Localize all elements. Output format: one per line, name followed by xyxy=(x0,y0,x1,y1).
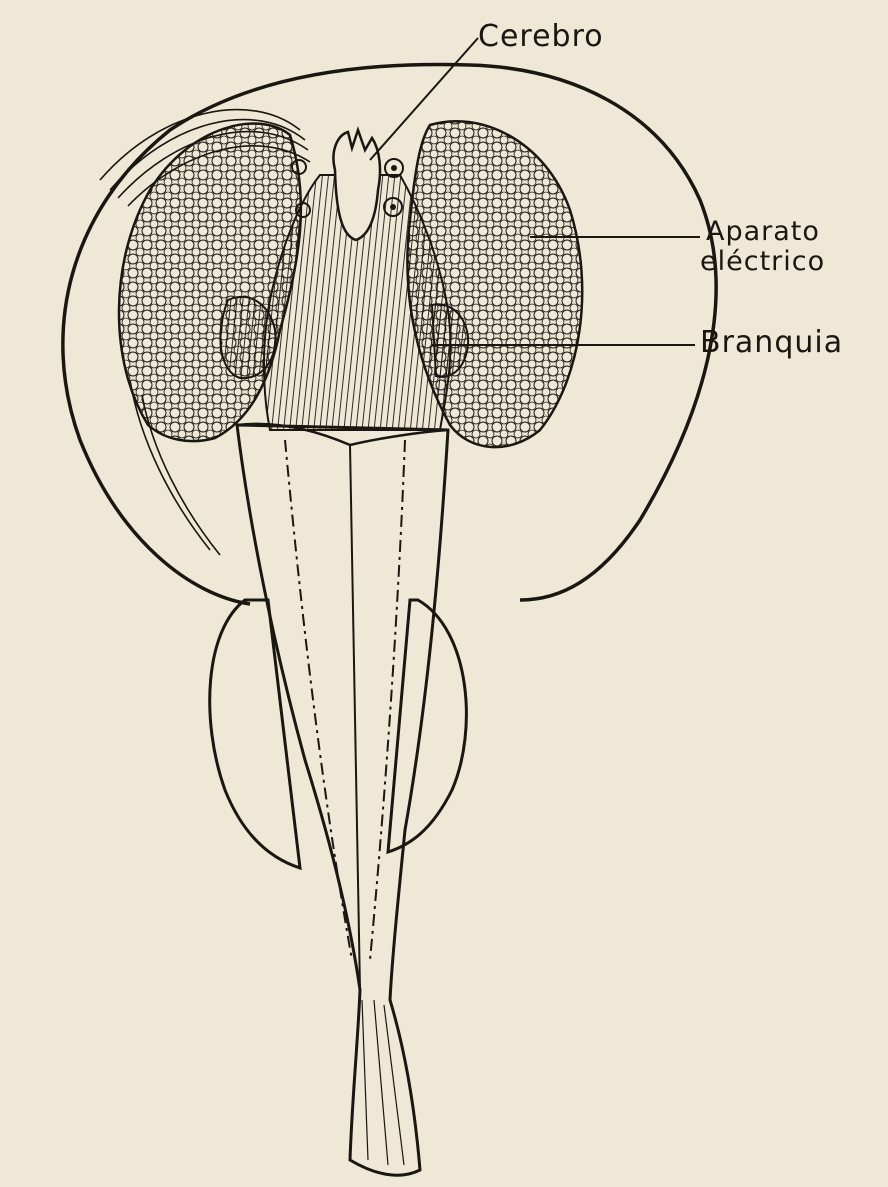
tail-midline xyxy=(350,445,360,990)
tail-lateral-line-left xyxy=(285,440,352,960)
label-electrico: eléctrico xyxy=(700,248,825,275)
tail xyxy=(237,425,448,1175)
label-branquia: Branquia xyxy=(700,328,843,358)
right-pelvic-fin xyxy=(388,600,466,852)
label-cerebro: Cerebro xyxy=(478,22,604,52)
label-aparato: Aparato xyxy=(706,218,820,245)
left-pelvic-fin xyxy=(210,600,300,868)
